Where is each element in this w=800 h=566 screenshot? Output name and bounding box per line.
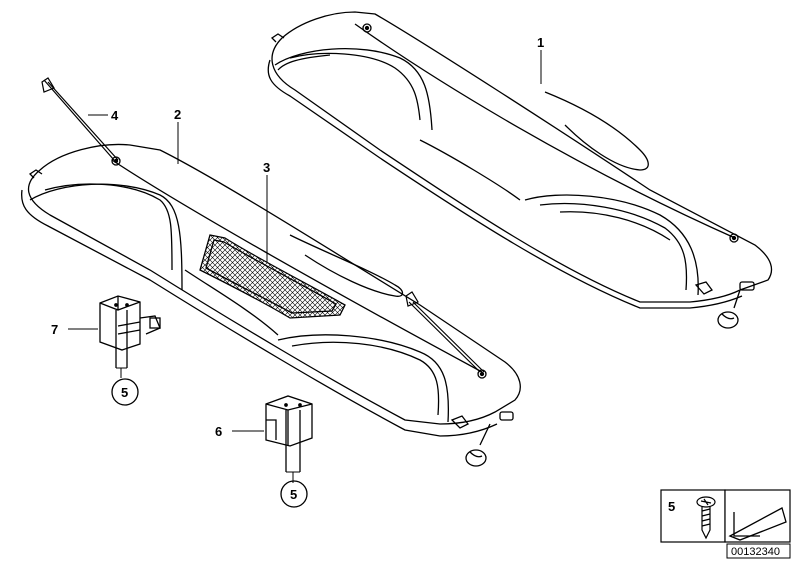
- callout-4: 4: [111, 108, 119, 123]
- speaker-grille: [199, 234, 346, 319]
- parcel-shelf-front: [20, 143, 521, 467]
- callout-2: 2: [174, 107, 181, 122]
- leader-lines: [68, 50, 542, 483]
- callout-1: 1: [537, 35, 544, 50]
- callout-5a: 5: [121, 385, 128, 400]
- callout-circle-5a: 5: [111, 378, 139, 406]
- bracket-part-7: [99, 295, 161, 368]
- legend-item-number: 5: [668, 499, 675, 514]
- callout-5b: 5: [290, 487, 297, 502]
- parcel-shelf-rear: [267, 11, 773, 329]
- screw-icon: [696, 496, 716, 540]
- bracket-part-6: [265, 395, 313, 472]
- fastener-legend: 5 00132340: [660, 489, 791, 559]
- callout-circle-5b: 5: [280, 480, 308, 508]
- direction-arrow-icon: [728, 507, 787, 541]
- strap-cord: [41, 77, 485, 373]
- callout-6: 6: [215, 424, 222, 439]
- callout-7: 7: [51, 322, 58, 337]
- callout-3: 3: [263, 160, 270, 175]
- reference-code: 00132340: [731, 546, 780, 558]
